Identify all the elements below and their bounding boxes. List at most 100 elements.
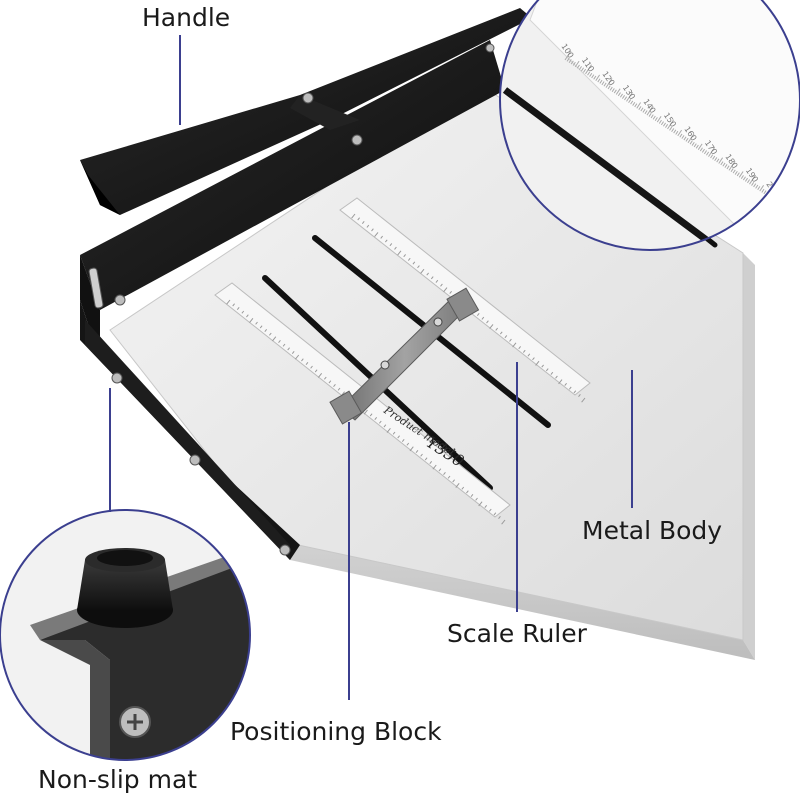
zoom-ruler-tick [607, 85, 611, 90]
zoom-ruler-tick [583, 68, 587, 73]
zoom-ruler-tick [626, 91, 633, 102]
zoom-ruler-tick [699, 147, 703, 152]
zoom-ruler-tick [679, 133, 683, 138]
ruler-tick [488, 508, 492, 512]
handle [80, 8, 532, 215]
ruler-tick [499, 331, 503, 335]
zoom-ruler-tick [706, 151, 710, 156]
ruler-tick [486, 320, 489, 324]
ruler-tick [333, 384, 336, 387]
zoom-ruler-tick [646, 105, 654, 116]
scale-ruler-label: Scale Ruler [447, 619, 587, 648]
zoom-ruler-tick [724, 164, 728, 168]
non-slip-mat-inset [0, 509, 251, 761]
ruler-tick [420, 453, 423, 457]
ruler-tick [420, 268, 425, 274]
ruler-tick [475, 497, 478, 501]
ruler-tick [305, 362, 309, 365]
ruler-tick [461, 486, 465, 490]
zoom-ruler-tick [734, 170, 738, 175]
zoom-ruler-tick [605, 78, 613, 88]
ruler-tick [272, 336, 277, 342]
ruler-tick [232, 303, 235, 307]
ruler-tick [236, 307, 240, 310]
zoom-ruler-tick [732, 169, 736, 174]
zoom-ruler-tick [687, 133, 695, 144]
ruler-tick [470, 494, 474, 497]
ruler-tick [426, 272, 429, 276]
ruler-tick [406, 442, 410, 446]
zoom-ruler-tick [761, 188, 765, 193]
ruler-tick [504, 335, 508, 339]
ruler-tick [541, 364, 544, 368]
zoom-ruler-tick [658, 119, 662, 124]
ruler-tick [278, 340, 281, 343]
ruler-tick [380, 235, 383, 239]
ruler-tick [294, 354, 300, 360]
zoom-ruler-tick [695, 144, 699, 149]
ruler-tick [287, 347, 290, 351]
ruler-tick [522, 349, 526, 353]
ruler-tick [498, 516, 501, 519]
zoom-ruler-tick [763, 190, 767, 195]
ruler-tick [476, 313, 480, 317]
zoom-ruler-tick [749, 174, 756, 185]
zoom-ruler-tick [720, 161, 724, 166]
ruler-tick [374, 232, 379, 237]
zoom-ruler-tick [736, 172, 740, 177]
ruler-tick [323, 376, 327, 380]
zoom-ruler-tick [621, 95, 626, 99]
ruler-tick [246, 314, 249, 318]
zoom-ruler-tick [632, 101, 636, 106]
handle-label: Handle [142, 3, 231, 32]
ruler-tick [389, 243, 393, 247]
ruler-tick [440, 283, 443, 287]
ruler-tick [282, 343, 286, 347]
zoom-ruler-tick [751, 181, 755, 186]
ruler-tick [550, 371, 554, 375]
ruler-tick [374, 417, 378, 420]
ruler-tick [397, 435, 400, 439]
zoom-ruler-tick [613, 89, 617, 94]
zoom-ruler-tick [742, 176, 746, 181]
ruler-tick [384, 239, 388, 243]
zoom-ruler-tick [693, 143, 697, 148]
zoom-ruler-tick [660, 121, 664, 126]
ruler-tick [264, 329, 268, 332]
zoom-ruler-tick [593, 75, 597, 80]
ruler-tick [371, 228, 374, 232]
zoom-ruler-tick [585, 64, 592, 75]
zoom-ruler-tick [691, 141, 695, 146]
zoom-ruler-tick [673, 129, 677, 134]
ruler-tick [301, 358, 304, 362]
ruler-tick [518, 346, 521, 350]
ruler-tick [455, 483, 460, 488]
zoom-ruler-tick [716, 158, 720, 163]
zoom-ruler-tick [603, 82, 607, 87]
zoom-ruler-tick [640, 107, 644, 112]
zoom-ruler-tick [634, 103, 638, 108]
ruler-tick [401, 439, 405, 442]
zoom-ruler-tick [744, 177, 749, 182]
zoom-ruler-tick [642, 108, 646, 113]
zoom-ruler-tick [755, 184, 759, 189]
zoom-ruler-tick [576, 64, 580, 69]
ruler-tick [481, 316, 485, 320]
zoom-ruler-tick [757, 186, 761, 190]
zoom-ruler-tick [619, 93, 623, 98]
ruler-tick [357, 217, 360, 221]
ruler-tick [501, 519, 506, 525]
ruler-tick [361, 221, 365, 225]
ruler-tick [407, 257, 411, 261]
zoom-ruler-tick [574, 60, 580, 68]
zoom-ruler-tick [730, 168, 734, 173]
zoom-ruler-tick [712, 155, 716, 160]
ruler-tick [443, 472, 446, 475]
zoom-ruler-tick [624, 96, 628, 101]
ruler-tick [394, 246, 397, 250]
ruler-tick [443, 287, 448, 293]
ruler-tick [527, 353, 531, 357]
zoom-ruler-tick [738, 171, 744, 178]
ruler-tick [363, 409, 368, 415]
